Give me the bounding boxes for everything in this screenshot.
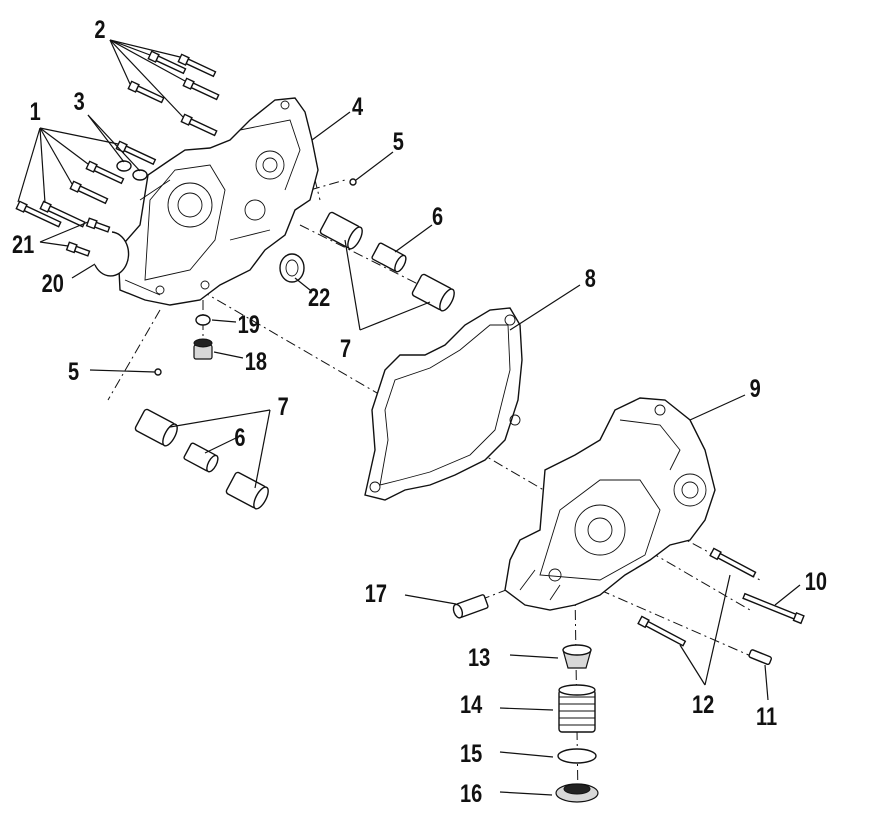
o-ring-15 <box>557 748 597 764</box>
label-17: 17 <box>365 580 387 608</box>
dowels-5 <box>154 178 357 376</box>
oil-seal-22 <box>279 253 305 283</box>
drain-plug-18 <box>193 338 213 360</box>
dowel-11 <box>748 649 772 666</box>
leader-lines <box>17 39 801 796</box>
label-5-lower: 5 <box>68 358 79 386</box>
pins-3 <box>116 160 148 181</box>
circlip-20 <box>94 231 130 277</box>
cap-16 <box>555 783 599 803</box>
label-14: 14 <box>460 691 483 719</box>
spring-14 <box>558 684 596 733</box>
washer-19 <box>195 314 211 326</box>
label-21: 21 <box>12 231 34 259</box>
bolt-10 <box>742 592 805 625</box>
bushings-upper <box>319 211 455 312</box>
label-9: 9 <box>750 375 761 403</box>
bolts-12 <box>637 547 757 647</box>
label-5-upper: 5 <box>393 128 404 156</box>
label-10: 10 <box>805 568 827 596</box>
label-19: 19 <box>238 311 260 339</box>
strainer-13 <box>562 644 592 669</box>
label-2: 2 <box>94 16 105 44</box>
right-crankcase <box>504 397 716 611</box>
label-13: 13 <box>468 644 490 672</box>
callout-labels: 2 1 3 4 5 6 8 7 5 6 7 9 10 11 12 13 14 1… <box>12 16 827 808</box>
label-7-upper: 7 <box>340 335 351 363</box>
left-crankcase <box>117 97 319 306</box>
label-15: 15 <box>460 740 482 768</box>
label-7-lower: 7 <box>278 393 289 421</box>
gasket <box>364 307 523 501</box>
bolts-1 <box>15 140 157 228</box>
label-8: 8 <box>585 265 596 293</box>
label-12: 12 <box>692 691 714 719</box>
bushings-lower <box>134 408 269 510</box>
label-18: 18 <box>245 348 267 376</box>
label-6-upper: 6 <box>432 203 443 231</box>
label-20: 20 <box>42 270 64 298</box>
label-11: 11 <box>756 703 777 731</box>
label-1: 1 <box>30 98 41 126</box>
label-3: 3 <box>74 88 85 116</box>
sleeve-17 <box>452 594 489 619</box>
label-22: 22 <box>308 284 330 312</box>
label-6-lower: 6 <box>234 424 245 452</box>
label-16: 16 <box>460 780 482 808</box>
label-4: 4 <box>352 93 363 121</box>
bolts-2 <box>127 50 220 137</box>
